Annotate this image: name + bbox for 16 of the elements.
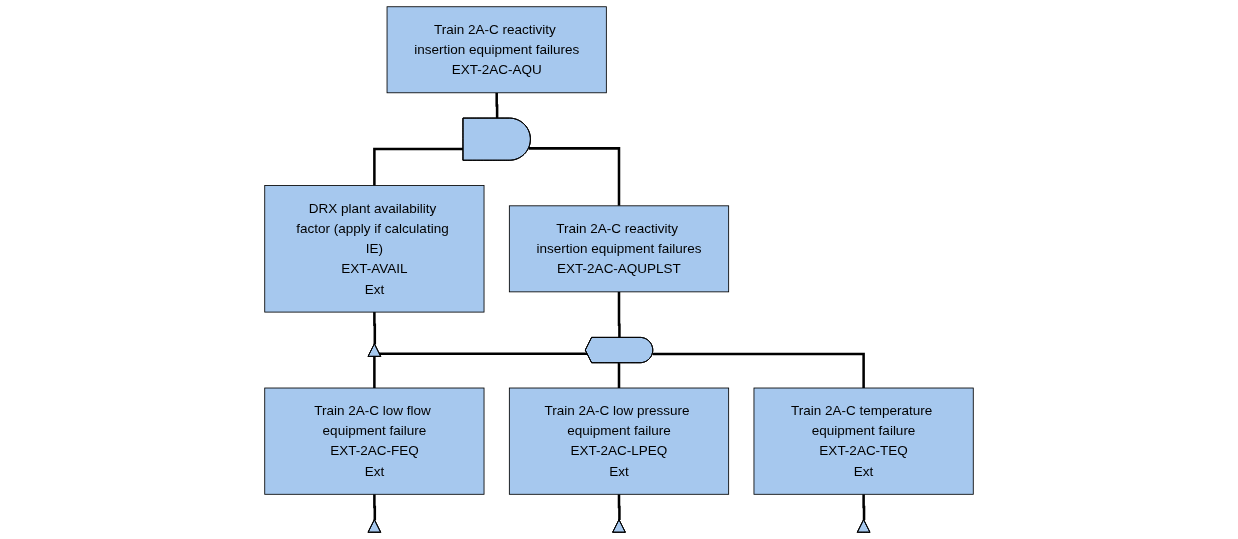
node-box: DRX plant availability factor (apply if calculating IE) EXT-AVAIL Ext bbox=[264, 185, 485, 313]
connector bbox=[373, 493, 377, 520]
connector bbox=[862, 493, 866, 520]
node-box: Train 2A-C low flow equipment failure EXT-2AC-FEQ Ext bbox=[264, 387, 485, 495]
connector bbox=[528, 147, 621, 206]
node-box: Train 2A-C reactivity insertion equipment failures EXT-2AC-AQU bbox=[386, 6, 607, 94]
connector bbox=[373, 352, 588, 388]
connector bbox=[617, 493, 621, 520]
node-box: Train 2A-C low pressure equipment failure EXT-2AC-LPEQ Ext bbox=[508, 387, 730, 495]
node-box: Train 2A-C reactivity insertion equipment failures EXT-2AC-AQUPLST bbox=[508, 205, 730, 293]
connector bbox=[652, 352, 865, 388]
connector bbox=[617, 290, 621, 338]
node-box: Train 2A-C temperature equipment failure EXT-2AC-TEQ Ext bbox=[753, 387, 974, 495]
connector bbox=[373, 147, 464, 186]
connector bbox=[495, 91, 499, 119]
connector bbox=[617, 361, 621, 388]
